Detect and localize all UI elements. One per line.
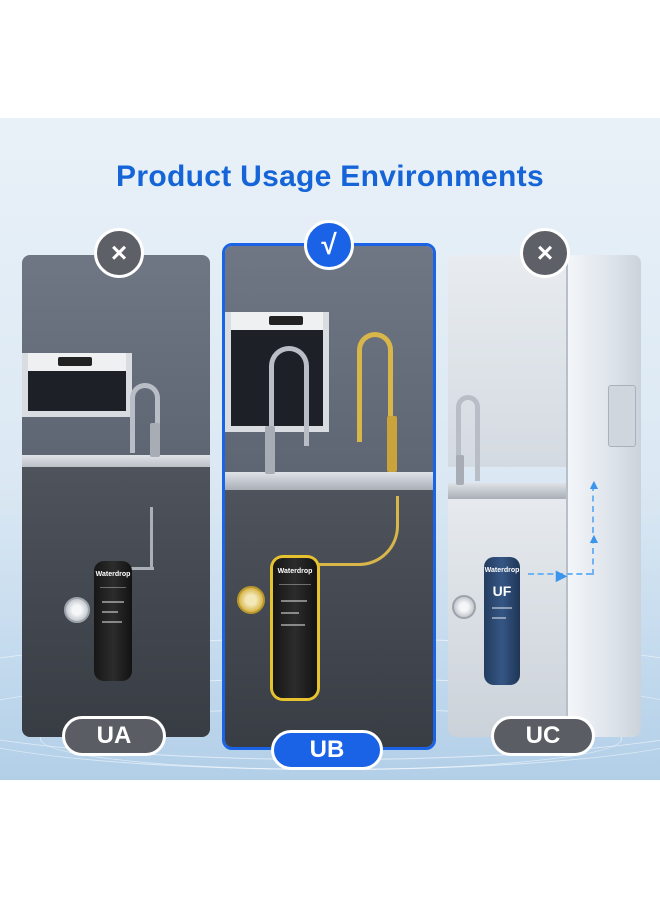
pressure-gauge — [64, 597, 90, 623]
arrow-right-icon: ▶ — [556, 567, 567, 583]
label-ua: UA — [62, 716, 166, 756]
water-filter: Waterdrop — [94, 561, 132, 681]
arrow-up-icon: ▲ — [587, 530, 601, 546]
label-ub: UB — [271, 730, 383, 770]
pressure-gauge — [452, 595, 476, 619]
oven — [22, 353, 132, 417]
countertop — [225, 472, 433, 490]
environment-panel-ub: Waterdrop — [222, 243, 436, 750]
filter-tubing — [299, 496, 399, 566]
filter-brand: Waterdrop — [95, 571, 131, 578]
check-icon: √ — [321, 229, 337, 260]
filtered-water-faucet — [357, 332, 393, 442]
faucet — [269, 346, 309, 446]
page-title: Product Usage Environments — [116, 160, 544, 193]
cross-icon: × — [110, 237, 128, 268]
filter-brand: Waterdrop — [484, 567, 520, 574]
water-pipe — [150, 507, 154, 569]
water-filter: Waterdrop — [273, 558, 317, 698]
fridge-water-line — [592, 485, 596, 575]
environment-panel-ua: Waterdrop — [22, 255, 210, 737]
environment-panel-uc: ▲ ▲ ▶ Waterdrop UF — [448, 255, 641, 737]
faucet — [130, 383, 160, 453]
cross-icon: × — [536, 237, 554, 268]
water-filter: Waterdrop UF — [484, 557, 520, 685]
refrigerator — [566, 255, 641, 737]
pressure-gauge — [237, 586, 265, 614]
arrow-up-icon: ▲ — [587, 476, 601, 492]
faucet — [456, 395, 480, 481]
suitable-badge-ub: √ — [304, 220, 354, 270]
label-uc: UC — [491, 716, 595, 756]
unsuitable-badge-ua: × — [94, 228, 144, 278]
filter-brand: Waterdrop — [277, 568, 313, 575]
unsuitable-badge-uc: × — [520, 228, 570, 278]
ice-dispenser — [608, 385, 636, 447]
filter-type-label: UF — [492, 583, 512, 599]
